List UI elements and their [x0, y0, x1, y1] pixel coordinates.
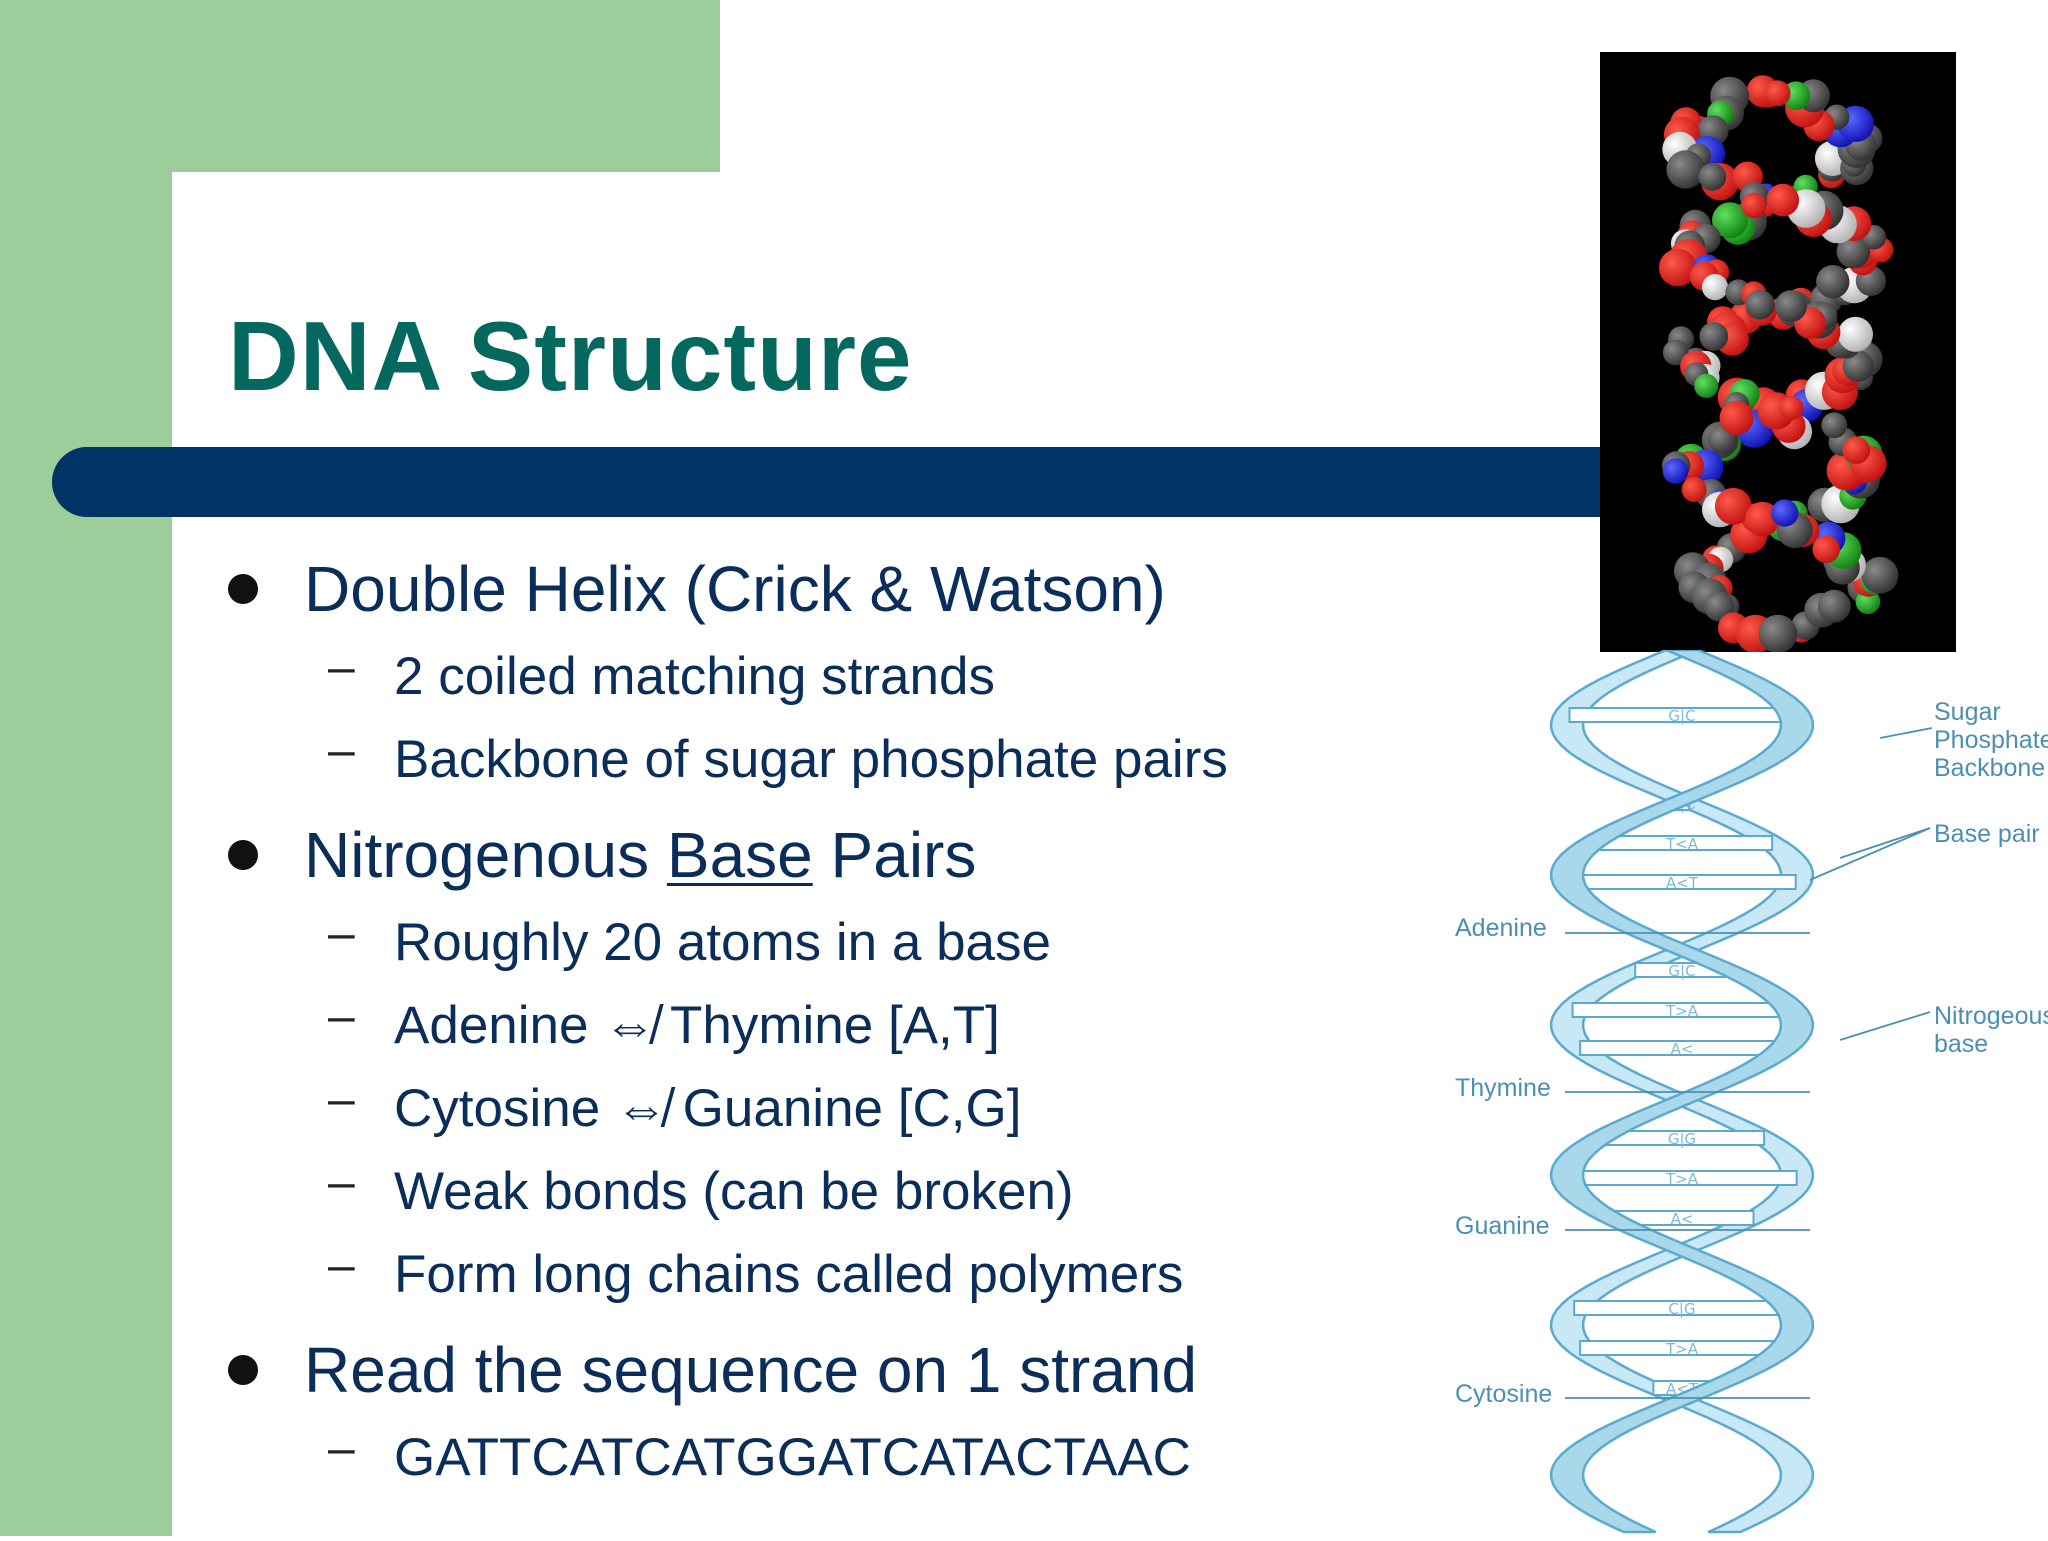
- rung-label: C|G: [1668, 1300, 1695, 1318]
- rung-label: A<: [1671, 1210, 1694, 1228]
- atom-sphere: [1666, 150, 1705, 189]
- atom-sphere: [1764, 80, 1791, 107]
- atom-sphere: [1694, 373, 1719, 398]
- dna-molecule-photo: [1600, 52, 1956, 652]
- dash-marker: –: [328, 1156, 355, 1209]
- sub-bullet-polymers: – Form long chains called polymers: [328, 1239, 1184, 1304]
- atom-sphere: [1681, 477, 1707, 502]
- atom-sphere: [1701, 274, 1729, 301]
- title-underline-bar: [52, 447, 1612, 517]
- atom-sphere: [1699, 322, 1729, 351]
- bullet-base-pairs: Nitrogenous Base Pairs: [228, 818, 976, 892]
- leader-line: [1839, 827, 1931, 859]
- sub-bullet-weak-bonds: – Weak bonds (can be broken): [328, 1156, 1074, 1221]
- atom-sphere: [1812, 535, 1840, 563]
- rung-label: G|C: [1668, 962, 1695, 980]
- dash-marker: –: [328, 1239, 355, 1292]
- front-strand: [1549, 648, 1815, 1534]
- rung-label: A<: [1671, 1040, 1694, 1058]
- molecule-spheres: [1659, 75, 1899, 652]
- atom-sphere: [1771, 499, 1799, 527]
- bullet-list: Double Helix (Crick & Watson) – 2 coiled…: [228, 552, 1228, 1487]
- atom-sphere: [1712, 202, 1748, 239]
- atom-sphere: [1745, 289, 1775, 320]
- slide-title: DNA Structure: [228, 301, 913, 411]
- atom-sphere: [1838, 316, 1873, 352]
- double-helix-diagram: G|CG|CT<AA<TG|CT>AA<G|GT>AA<C|GT>AA<T Su…: [1440, 648, 2048, 1536]
- leader-line: [1879, 727, 1933, 739]
- helix-drawing: G|CG|CT<AA<TG|CT>AA<G|GT>AA<C|GT>AA<T: [1549, 648, 1933, 1534]
- label-sugar-phosphate-backbone: Sugar Phosphate Backbone: [1934, 698, 2048, 782]
- atom-sphere: [1741, 192, 1767, 219]
- sub-bullet-coiled-strands: – 2 coiled matching strands: [328, 641, 995, 706]
- atom-sphere: [1836, 234, 1871, 269]
- atom-sphere: [1842, 436, 1871, 465]
- dash-marker: –: [328, 990, 355, 1043]
- rung-label: A<T: [1666, 874, 1699, 892]
- sub-bullet-backbone: – Backbone of sugar phosphate pairs: [328, 724, 1228, 789]
- atom-sphere: [1779, 395, 1804, 421]
- leader-line: [1809, 827, 1931, 881]
- label-base-pair: Base pair: [1934, 820, 2040, 848]
- sub-bullet-atoms: – Roughly 20 atoms in a base: [328, 907, 1052, 972]
- dash-marker: –: [328, 907, 355, 960]
- dash-marker: –: [328, 641, 355, 694]
- sub-bullet-adenine-thymine: – Adenine ⇎ Thymine [A,T]: [328, 990, 1000, 1055]
- label-thymine: Thymine: [1455, 1074, 1551, 1102]
- atom-sphere: [1659, 248, 1697, 287]
- rung-label: T>A: [1665, 1170, 1699, 1188]
- dash-marker: –: [328, 1422, 355, 1475]
- atom-sphere: [1775, 290, 1807, 322]
- atom-sphere: [1821, 412, 1848, 439]
- dash-marker: –: [328, 1073, 355, 1126]
- atom-sphere: [1714, 487, 1752, 525]
- atom-sphere: [1662, 458, 1689, 484]
- rung-label: G|C: [1668, 707, 1695, 725]
- green-left-band: [0, 0, 172, 1536]
- atom-sphere: [1719, 401, 1754, 435]
- rung-label: G|G: [1668, 1130, 1696, 1148]
- label-guanine: Guanine: [1455, 1212, 1550, 1240]
- underlined-base: Base: [666, 819, 813, 891]
- sub-bullet-sequence: – GATTCATCATGGATCATACTAAC: [328, 1422, 1191, 1487]
- label-adenine: Adenine: [1455, 914, 1547, 942]
- atom-sphere: [1816, 265, 1850, 299]
- atom-sphere: [1861, 556, 1899, 594]
- atom-sphere: [1758, 614, 1798, 652]
- leader-line: [1839, 1011, 1931, 1041]
- bullet-double-helix: Double Helix (Crick & Watson): [228, 552, 1166, 626]
- atom-sphere: [1766, 183, 1800, 217]
- atom-sphere: [1698, 163, 1727, 191]
- bullet-dot: [228, 1355, 258, 1385]
- sub-bullet-cytosine-guanine: – Cytosine ⇎ Guanine [C,G]: [328, 1073, 1022, 1138]
- bullet-read-sequence: Read the sequence on 1 strand: [228, 1333, 1197, 1407]
- rung-label: T<A: [1665, 835, 1699, 853]
- dash-marker: –: [328, 724, 355, 777]
- rung-label: T>A: [1665, 1002, 1699, 1020]
- rung-label: T>A: [1665, 1340, 1699, 1358]
- atom-sphere: [1745, 501, 1780, 537]
- bullet-dot: [228, 840, 258, 870]
- bullet-dot: [228, 574, 258, 604]
- label-cytosine: Cytosine: [1455, 1380, 1553, 1408]
- label-nitrogenous-base: Nitrogeous base: [1934, 1002, 2048, 1058]
- atom-sphere: [1817, 589, 1851, 623]
